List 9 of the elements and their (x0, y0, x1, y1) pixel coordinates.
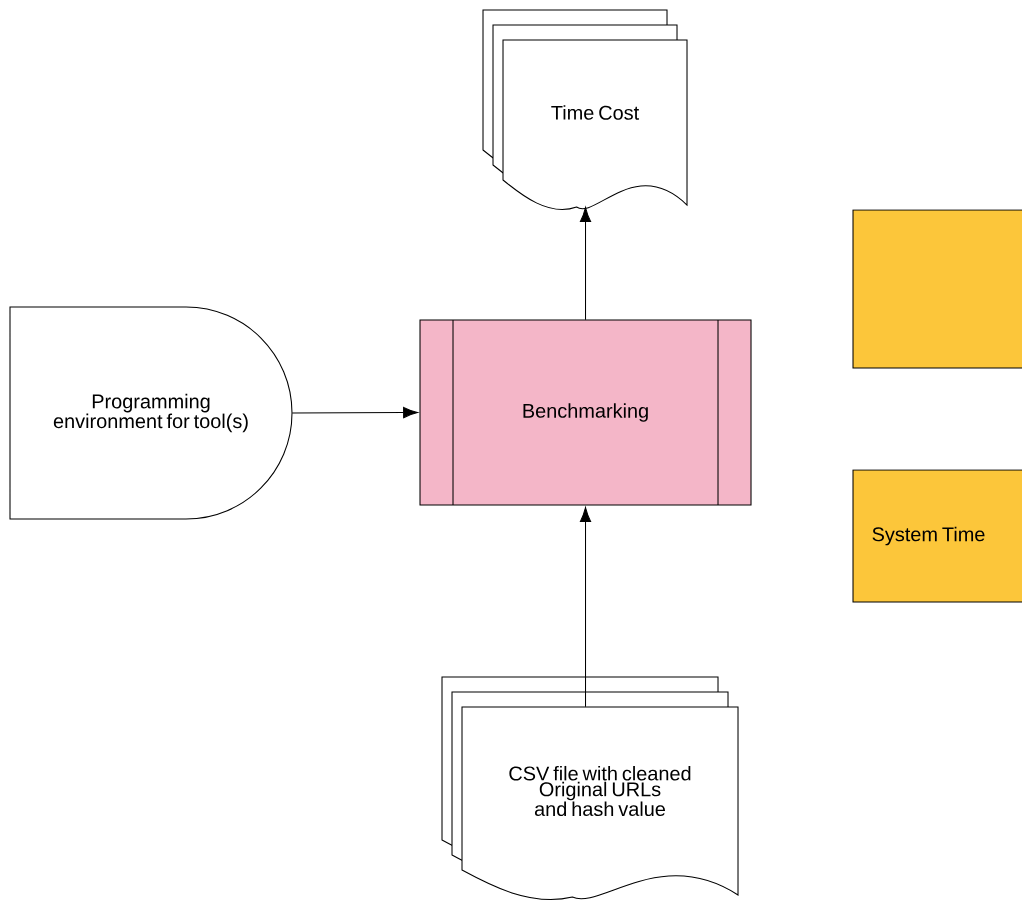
process-box (852, 209, 1022, 369)
document-stack: CSV file with cleaned Original URLs and hash value (441, 676, 739, 901)
node-label: CSV file with cleaned Original URLs and hash value (509, 765, 691, 817)
arrow (579, 506, 592, 708)
arrow (291, 406, 419, 419)
process-box: Benchmarking (419, 319, 752, 506)
arrow (579, 206, 592, 321)
document-stack: Time Cost (482, 9, 688, 211)
process-box: System Time (852, 469, 1022, 603)
